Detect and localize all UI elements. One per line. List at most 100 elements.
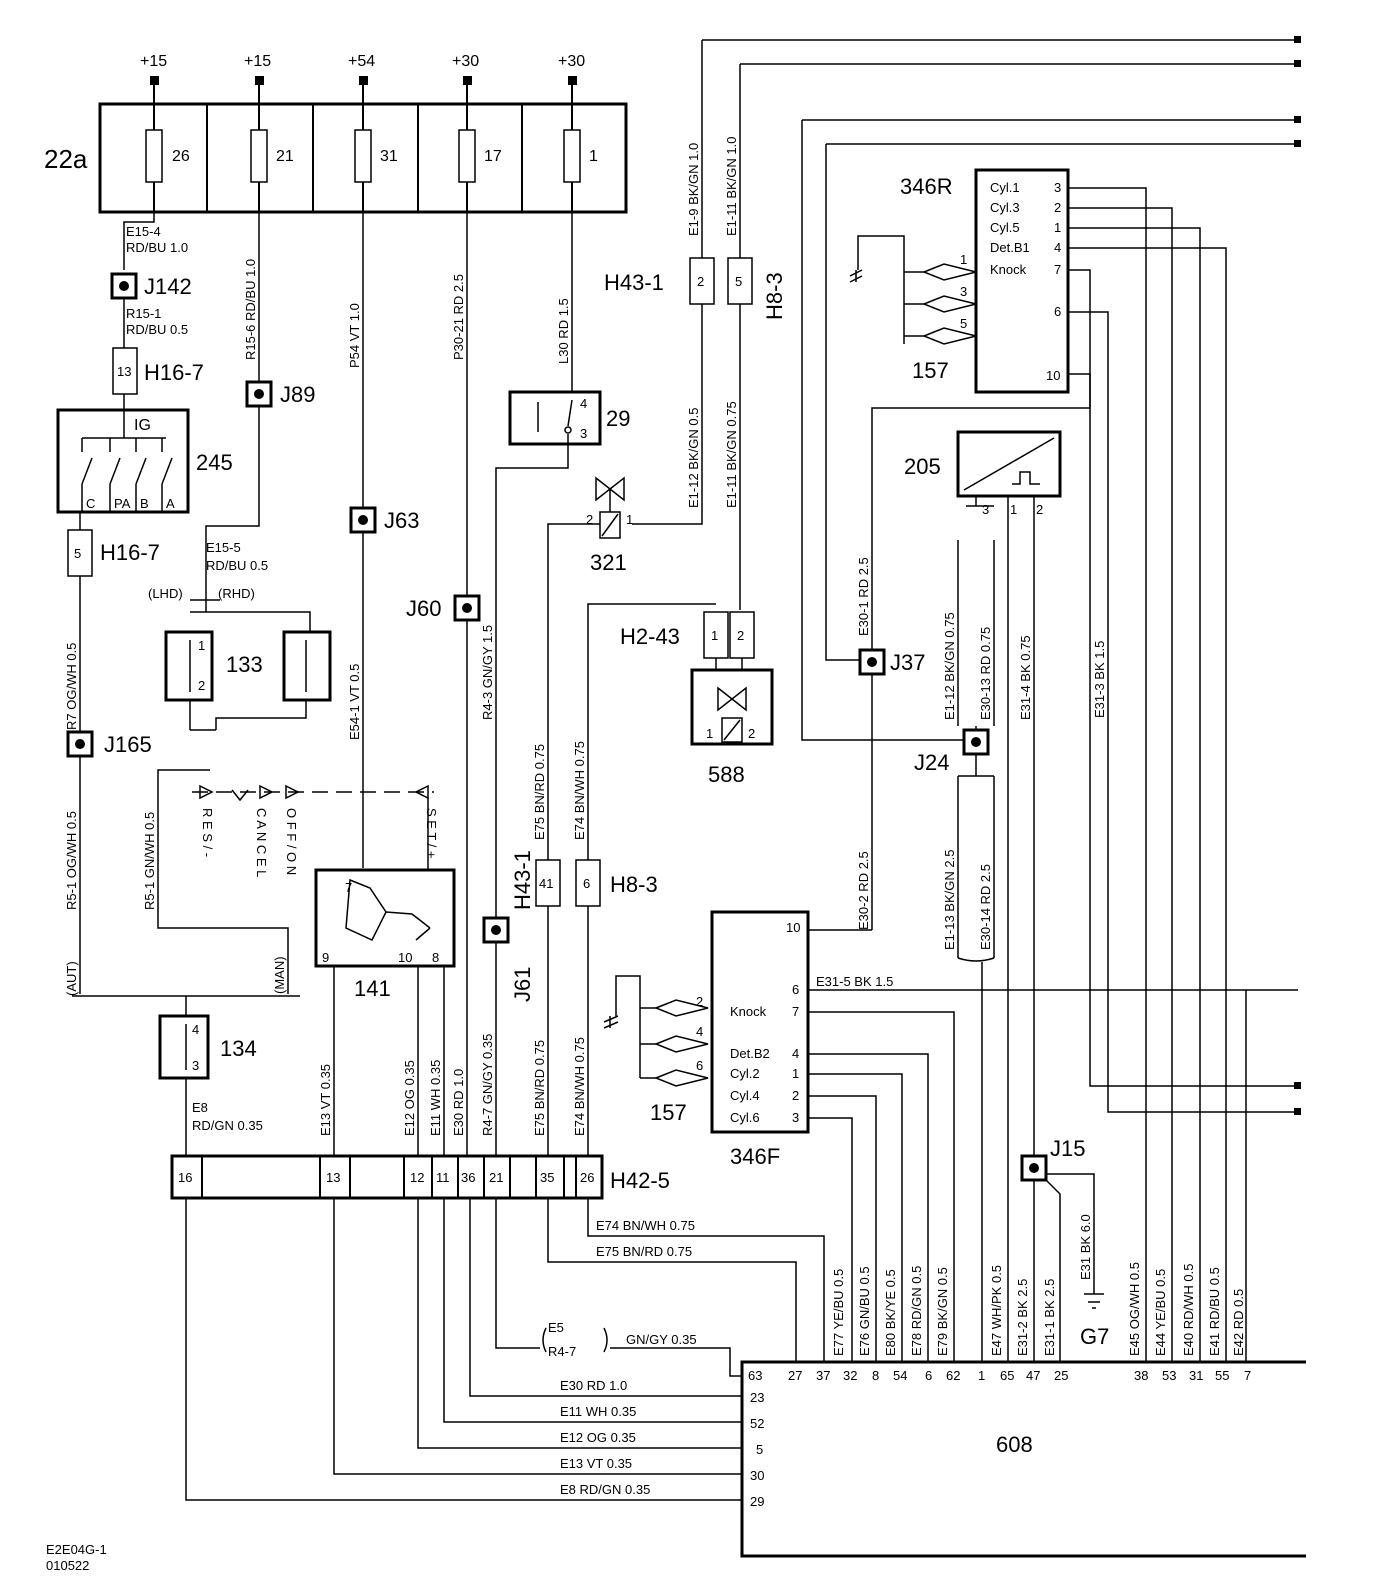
pin-number: 27 — [788, 1368, 802, 1383]
pin-number: 3 — [792, 1110, 799, 1125]
pin-number: 5 — [756, 1442, 763, 1457]
wire-label: E30 RD 1.0 — [451, 1069, 466, 1136]
ecu-608-label: 608 — [996, 1432, 1033, 1457]
wire-label: E74 BN/WH 0.75 — [596, 1218, 695, 1233]
wire-label: E15-5 — [206, 540, 241, 555]
wire-label: E5 — [548, 1320, 564, 1335]
valve-588-label: 588 — [708, 762, 745, 787]
pin-number: 47 — [1026, 1368, 1040, 1383]
pin-number: 12 — [410, 1170, 424, 1185]
valve-321-branch: E1-9 BK/GN 1.0 E1-11 BK/GN 1.0 2 5 H43-1… — [532, 36, 1301, 860]
pin-number: 4 — [1054, 240, 1061, 255]
relay-29 — [508, 390, 602, 446]
wire-label: E54-1 VT 0.5 — [347, 664, 362, 740]
supply-label: +15 — [140, 53, 167, 70]
wire-label: E44 YE/BU 0.5 — [1153, 1269, 1168, 1356]
supply-label: +54 — [348, 53, 375, 70]
drawing-date: 010522 — [46, 1558, 89, 1573]
connector-h42-5: 16 13 12 11 36 21 35 26 H42-5 — [170, 1154, 670, 1200]
j165-label: J165 — [104, 732, 152, 757]
wire-label: E75 BN/RD 0.75 — [596, 1244, 692, 1259]
fusebox-22a: 22a +15 +15 +54 +30 +30 — [44, 53, 628, 214]
supply-label: +30 — [452, 53, 479, 70]
wire-label: R15-1 — [126, 306, 161, 321]
wire-label: R15-6 RD/BU 1.0 — [243, 259, 258, 360]
ecu-608: 608 63 23 52 5 30 29 27 37 32 8 54 6 62 … — [740, 1360, 1306, 1558]
wire-label: E12 OG 0.35 — [402, 1060, 417, 1136]
pin-c: C — [86, 496, 95, 511]
pin-number: 6 — [1054, 304, 1061, 319]
j63-label: J63 — [384, 508, 419, 533]
wire-label: E8 RD/GN 0.35 — [560, 1482, 650, 1497]
wire-label: E45 OG/WH 0.5 — [1127, 1262, 1142, 1356]
pin-number: 38 — [1134, 1368, 1148, 1383]
wire-label: E40 RD/WH 0.5 — [1181, 1264, 1196, 1356]
pin-number: 54 — [893, 1368, 907, 1383]
pin-a: A — [166, 496, 175, 511]
wire-label: E74 BN/WH 0.75 — [572, 741, 587, 840]
pin-number: 62 — [946, 1368, 960, 1383]
pin-number: 2 — [737, 628, 744, 643]
ecu-top-pins: 27 37 32 8 54 6 62 1 65 47 25 38 53 31 5… — [788, 1368, 1251, 1383]
346f-label: 346F — [730, 1144, 780, 1169]
wire-label: P54 VT 1.0 — [347, 303, 362, 368]
pin-number: 1 — [792, 1066, 799, 1081]
pin-number: 2 — [586, 512, 593, 527]
fuse-number: 31 — [380, 148, 398, 165]
h16-7-label: H16-7 — [144, 360, 204, 385]
pin-number: 5 — [74, 546, 81, 561]
wire-label: R7 OG/WH 0.5 — [64, 643, 79, 730]
j37-label: J37 — [890, 650, 925, 675]
pin-number: 8 — [872, 1368, 879, 1383]
pin-number: 10 — [398, 950, 412, 965]
pin-number: 32 — [843, 1368, 857, 1383]
wire-label: E75 BN/RD 0.75 — [532, 1040, 547, 1136]
row-label: Det.B2 — [730, 1046, 770, 1061]
relay-29-label: 29 — [606, 406, 630, 431]
valve-588-branch: E74 BN/WH 0.75 1 2 H2-43 1 2 588 — [572, 603, 774, 860]
pin-number: 37 — [816, 1368, 830, 1383]
brake-switch-134: 4 3 134 E8 RD/GN 0.35 — [158, 996, 263, 1156]
switch-133: 1 2 133 — [164, 630, 332, 702]
pin-number: 36 — [461, 1170, 475, 1185]
connector-h16-7-top — [112, 347, 138, 395]
pin-number: 2 — [697, 274, 704, 289]
fuse-number: 1 — [589, 148, 598, 165]
pin-number: 13 — [326, 1170, 340, 1185]
wire-label: E1-13 BK/GN 2.5 — [942, 850, 957, 950]
pin-number: 2 — [1036, 502, 1043, 517]
pin-number: 6 — [583, 876, 590, 891]
j60-label: J60 — [406, 596, 441, 621]
ignition-chain: E15-4 RD/BU 1.0 J142 R15-1 RD/BU 0.5 13 … — [56, 212, 332, 997]
pin-number: 35 — [540, 1170, 554, 1185]
pin-number: 31 — [1189, 1368, 1203, 1383]
wire-label: E31-5 BK 1.5 — [816, 974, 893, 989]
157-label: 157 — [912, 358, 949, 383]
wire-label: E12 OG 0.35 — [560, 1430, 636, 1445]
wire-label: E76 GN/BU 0.5 — [857, 1266, 872, 1356]
row-label: Knock — [730, 1004, 767, 1019]
pin-number: 3 — [192, 1058, 199, 1073]
pin-pa: PA — [114, 496, 131, 511]
wire-label: E1-12 BK/GN 0.75 — [942, 612, 957, 720]
button-cancel-label: C A N C E L — [254, 808, 269, 877]
pin-number: 4 — [792, 1046, 799, 1061]
pin-number: 3 — [1054, 180, 1061, 195]
connector-h16-7-bottom — [67, 529, 93, 577]
fuse-elements: 26 21 31 17 1 — [145, 129, 598, 212]
pin-number: 23 — [750, 1390, 764, 1405]
row-label: Cyl.5 — [990, 220, 1020, 235]
wire-label: E74 BN/WH 0.75 — [572, 1037, 587, 1136]
pin-number: 3 — [580, 426, 587, 441]
fuse-number: 17 — [484, 148, 502, 165]
wire-label: E1-12 BK/GN 0.5 — [686, 408, 701, 508]
wire-label: R5-1 OG/WH 0.5 — [64, 811, 79, 910]
h8-3b-label: H8-3 — [610, 872, 658, 897]
ignition-switch-245: IG C PA B A 245 — [56, 408, 233, 514]
wire-label: E30 RD 1.0 — [560, 1378, 627, 1393]
pin-number: 2 — [1054, 200, 1061, 215]
wire-label: E78 RD/GN 0.5 — [909, 1266, 924, 1356]
wire-label: RD/BU 0.5 — [206, 558, 268, 573]
